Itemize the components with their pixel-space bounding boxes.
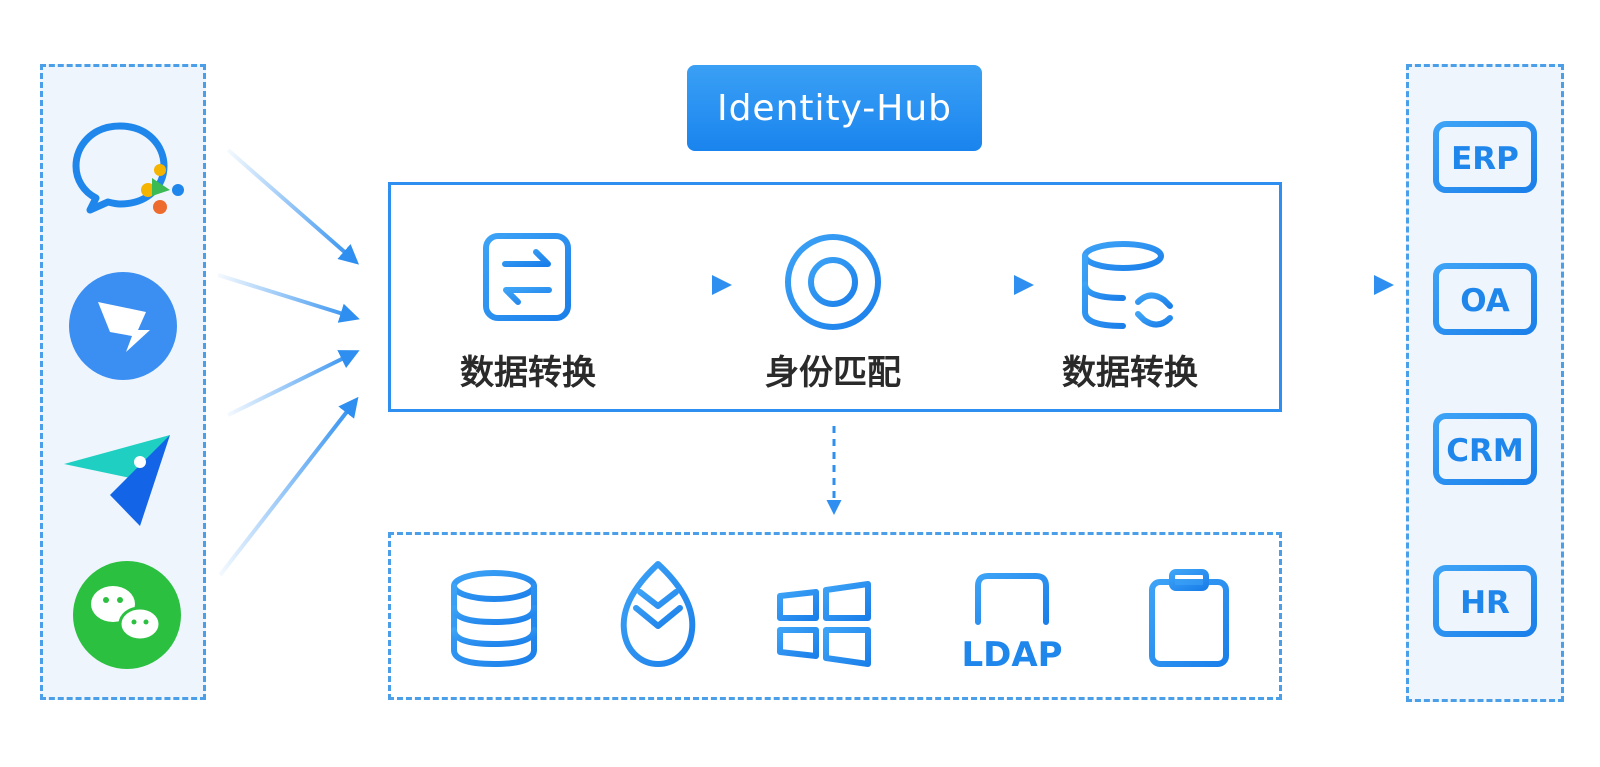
- arrow-source-1: [226, 148, 360, 265]
- feishu-icon: [64, 435, 170, 526]
- incoming-arrows: [217, 148, 360, 577]
- target-label-crm: CRM: [1446, 433, 1523, 469]
- arrow-source-3: [227, 350, 360, 417]
- leaf-icon: [620, 561, 696, 679]
- target-label-erp: ERP: [1451, 141, 1519, 177]
- database-icon: [451, 570, 537, 667]
- ldap-icon: [975, 573, 1049, 625]
- step-label-identity-match: 身份匹配: [765, 353, 901, 393]
- target-label-hr: HR: [1460, 585, 1510, 621]
- monitor-erp-icon: [1433, 121, 1537, 207]
- step-label-transform-2: 数据转换: [1062, 353, 1198, 393]
- clipboard-icon: [1149, 569, 1229, 667]
- wechat-icon: [73, 561, 181, 669]
- arrow-source-4: [218, 396, 359, 577]
- step-label-transform-1: 数据转换: [460, 353, 596, 393]
- target-label-oa: OA: [1460, 283, 1510, 319]
- hub-title: Identity-Hub: [687, 65, 982, 151]
- dingtalk-chat-icon: [72, 122, 184, 214]
- swap-icon: [483, 233, 571, 321]
- ldap-label: LDAP: [961, 635, 1062, 675]
- target-icon: [785, 234, 881, 330]
- arrow-source-2: [217, 273, 360, 323]
- monitor-hr-icon: [1433, 565, 1537, 651]
- database-sync-icon: [1082, 241, 1173, 329]
- target-systems-panel: [1406, 64, 1564, 702]
- monitor-oa-icon: [1433, 263, 1537, 349]
- storage-panel: [388, 532, 1282, 700]
- dingtalk-icon: [69, 272, 177, 380]
- windows-icon: [777, 581, 871, 667]
- monitor-crm-icon: [1433, 413, 1537, 499]
